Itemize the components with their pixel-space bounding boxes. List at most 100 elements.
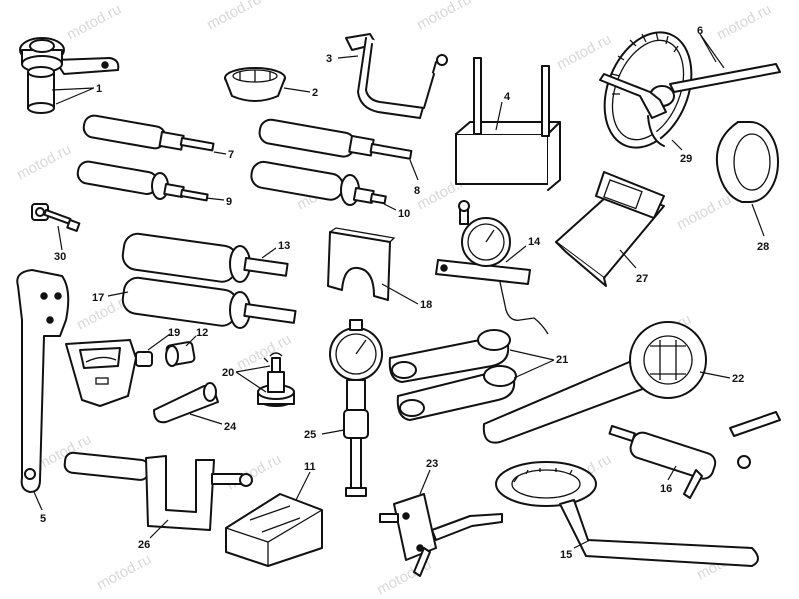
tool-29-degree-wheel [599, 31, 693, 149]
tool-21-levers [388, 329, 517, 421]
tool-28-ring [716, 121, 779, 203]
tool-7-drift [82, 114, 215, 152]
leader-9 [205, 197, 225, 201]
leader-16 [667, 465, 677, 481]
leader-7 [213, 151, 227, 155]
leader-5 [33, 491, 43, 511]
callout-15: 15 [560, 549, 572, 561]
callout-14: 14 [528, 236, 541, 248]
callout-1: 1 [96, 83, 102, 95]
callout-27: 27 [636, 273, 648, 285]
callout-2: 2 [312, 87, 318, 99]
callout-6: 6 [697, 25, 703, 37]
callout-20: 20 [222, 367, 234, 379]
tool-18-horseshoe-plate [327, 227, 396, 301]
tool-14-dial-gauge [435, 200, 549, 335]
callout-19: 19 [168, 327, 180, 339]
callout-18: 18 [420, 299, 432, 311]
tool-1-puller [19, 37, 120, 114]
leader-25 [321, 429, 345, 435]
leader-11 [295, 471, 311, 501]
leader-18 [381, 283, 419, 305]
callout-30: 30 [54, 251, 66, 263]
leader-22 [699, 371, 731, 379]
watermark: motod.ru [714, 1, 774, 44]
tool-10-drift [250, 160, 387, 206]
watermark: motod.ru [554, 31, 614, 74]
tool-5-spanner [16, 269, 70, 493]
leader-30 [57, 225, 63, 251]
watermark: motod.ru [414, 0, 474, 34]
tool-6-pointer [669, 63, 781, 93]
callout-24: 24 [224, 421, 237, 433]
callout-13: 13 [278, 240, 290, 252]
leader-28 [751, 203, 765, 237]
callout-17: 17 [92, 292, 104, 304]
tool-11-block [225, 493, 323, 567]
leader-21 [509, 349, 555, 379]
tool-20-adapter [257, 352, 295, 407]
tool-26-c-frame [63, 451, 253, 531]
callout-26: 26 [138, 539, 150, 551]
watermark: motod.ru [14, 141, 74, 184]
leader-3 [337, 55, 359, 59]
callout-9: 9 [226, 196, 232, 208]
callout-5: 5 [40, 513, 46, 525]
leader-2 [283, 87, 311, 93]
callout-12: 12 [196, 327, 208, 339]
tool-25-bore-gauge [329, 319, 383, 497]
watermark: motod.ru [94, 551, 154, 594]
tool-19-meter [65, 339, 153, 407]
tool-30-bolt [31, 203, 81, 232]
leader-6 [699, 33, 725, 69]
tool-12-sleeve [165, 341, 196, 367]
leader-27 [619, 249, 637, 269]
watermark: motod.ru [204, 0, 264, 34]
tool-16-t-handle [608, 411, 781, 499]
callout-11: 11 [304, 461, 316, 473]
leader-26 [149, 519, 169, 539]
callout-22: 22 [732, 373, 744, 385]
callout-29: 29 [680, 153, 692, 165]
leader-4 [495, 101, 503, 131]
tool-24-drift-pin [153, 382, 219, 424]
tool-22-long-wrench [482, 321, 707, 444]
callout-25: 25 [304, 429, 316, 441]
leader-10 [383, 203, 397, 211]
leader-23 [419, 469, 431, 495]
leader-20 [235, 365, 271, 393]
tool-4-stand-with-studs [455, 57, 561, 191]
leader-29 [671, 139, 683, 151]
tool-9-drift [76, 160, 209, 202]
callout-8: 8 [414, 185, 420, 197]
leader-12 [185, 335, 197, 347]
callout-7: 7 [228, 149, 234, 161]
leader-14 [505, 245, 527, 263]
watermark: motod.ru [224, 451, 284, 494]
callout-3: 3 [326, 53, 332, 65]
callout-16: 16 [660, 483, 672, 495]
leader-13 [261, 247, 277, 259]
watermark: motod.ru [674, 191, 734, 234]
leader-19 [147, 333, 171, 351]
tool-23-bracket [379, 493, 503, 577]
callout-21: 21 [556, 354, 568, 366]
tool-2-ring-nut-socket [224, 67, 286, 102]
leader-15 [573, 539, 591, 549]
callout-4: 4 [504, 91, 511, 103]
tool-3-cranked-bar [345, 33, 448, 119]
leader-1 [51, 87, 95, 105]
leader-17 [107, 291, 129, 297]
watermark: motod.ru [64, 1, 124, 44]
tool-27-tablet [555, 171, 665, 287]
callout-10: 10 [398, 208, 410, 220]
callout-28: 28 [757, 241, 769, 253]
tool-13-drift [121, 232, 289, 283]
leader-8 [409, 159, 419, 181]
tool-15-ring-spanner [495, 461, 759, 567]
callout-23: 23 [426, 458, 438, 470]
leader-24 [189, 413, 223, 425]
tool-17-drift [121, 276, 297, 329]
tool-8-drift [258, 118, 413, 160]
